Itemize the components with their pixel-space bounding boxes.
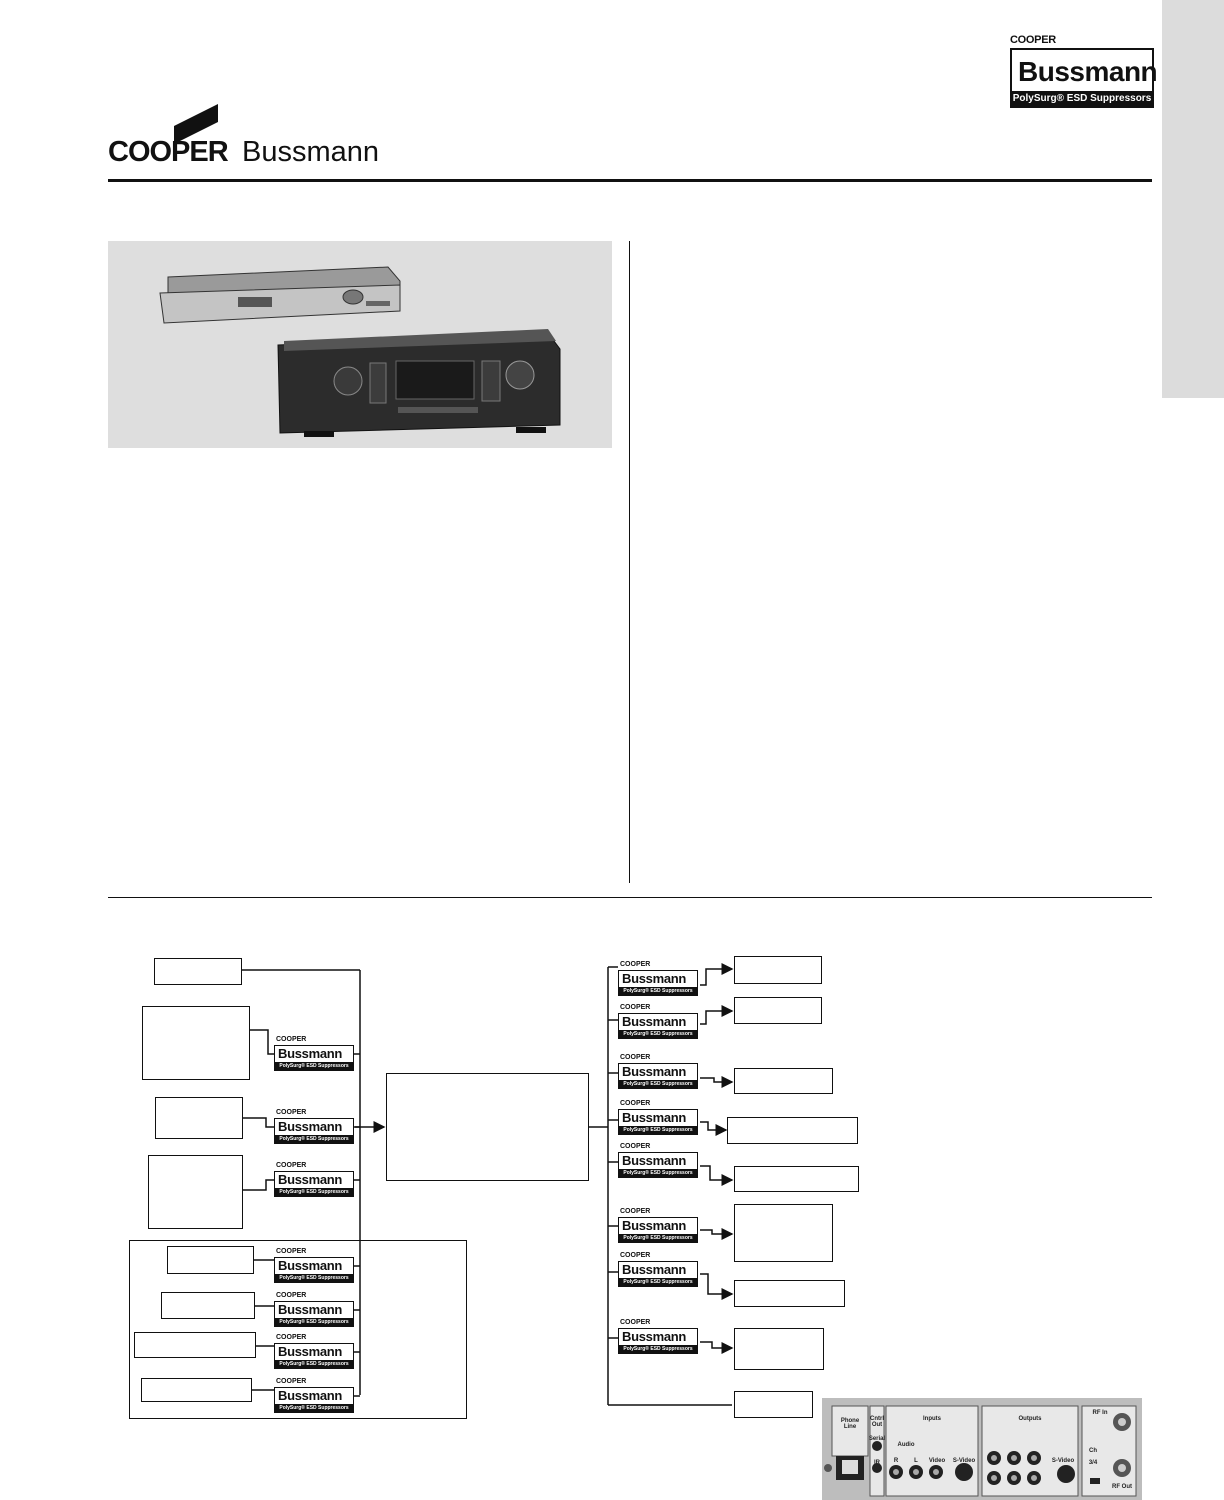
label-outputs: Outputs bbox=[1018, 1416, 1042, 1422]
label-s-video-out: S-Video bbox=[1051, 1458, 1075, 1464]
output-block-1 bbox=[734, 956, 822, 984]
output-block-7 bbox=[734, 1280, 845, 1307]
logo-cooper-text: COOPER bbox=[108, 136, 229, 168]
side-tab bbox=[1162, 0, 1224, 398]
input-block-2 bbox=[142, 1006, 250, 1080]
output-block-6 bbox=[734, 1204, 833, 1262]
grouped-inputs-frame bbox=[129, 1240, 467, 1419]
input-block-4 bbox=[148, 1155, 243, 1229]
label-phone-line: Phone Line bbox=[840, 1418, 860, 1430]
input-block-7 bbox=[134, 1332, 256, 1358]
product-photo bbox=[108, 241, 612, 448]
input-block-8 bbox=[141, 1378, 252, 1402]
label-rf-out: RF Out bbox=[1112, 1484, 1132, 1490]
label-cntrl-out: Cntrl Out bbox=[870, 1416, 884, 1428]
output-block-3 bbox=[734, 1068, 833, 1094]
section-rule bbox=[108, 897, 1152, 898]
bussmann-badge-logo: COOPER Bussmann PolySurg® ESD Suppressor… bbox=[1010, 34, 1158, 108]
output-block-8 bbox=[734, 1328, 824, 1370]
badge-cooper-text: COOPER bbox=[1010, 34, 1056, 46]
label-l: L bbox=[914, 1458, 918, 1464]
label-ir: IR bbox=[874, 1460, 880, 1466]
output-block-5 bbox=[734, 1166, 859, 1192]
central-processor-block bbox=[386, 1073, 589, 1181]
badge-tagline: PolySurg® ESD Suppressors bbox=[1012, 91, 1152, 106]
label-video: Video bbox=[928, 1458, 946, 1464]
logo-bussmann-text: Bussmann bbox=[242, 136, 380, 168]
label-serial: Serial bbox=[868, 1436, 886, 1442]
output-block-2 bbox=[734, 997, 822, 1024]
input-block-1 bbox=[154, 958, 242, 985]
output-block-4 bbox=[727, 1117, 858, 1144]
header-rule bbox=[108, 179, 1152, 182]
rear-panel-photo: Phone Line Cntrl Out Serial IR Inputs Au… bbox=[822, 1398, 1142, 1500]
label-s-video-in: S-Video bbox=[952, 1458, 976, 1464]
label-r: R bbox=[893, 1458, 899, 1464]
rear-panel-drawing bbox=[822, 1398, 1142, 1500]
column-divider bbox=[629, 241, 630, 883]
badge-frame: Bussmann PolySurg® ESD Suppressors bbox=[1010, 48, 1158, 108]
label-rf-in: RF In bbox=[1092, 1410, 1108, 1416]
input-block-6 bbox=[161, 1292, 255, 1319]
label-ch-value: 3/4 bbox=[1088, 1460, 1098, 1466]
set-top-box-and-receiver-image bbox=[159, 266, 561, 437]
input-block-3 bbox=[155, 1097, 243, 1139]
label-audio: Audio bbox=[897, 1442, 915, 1448]
label-ch: Ch bbox=[1089, 1448, 1097, 1454]
output-block-9 bbox=[734, 1391, 813, 1418]
input-block-5 bbox=[167, 1246, 254, 1274]
label-inputs: Inputs bbox=[923, 1416, 941, 1422]
cooper-bussmann-logo: COOPER Bussmann bbox=[108, 104, 408, 170]
badge-brand-name: Bussmann bbox=[1018, 56, 1158, 87]
